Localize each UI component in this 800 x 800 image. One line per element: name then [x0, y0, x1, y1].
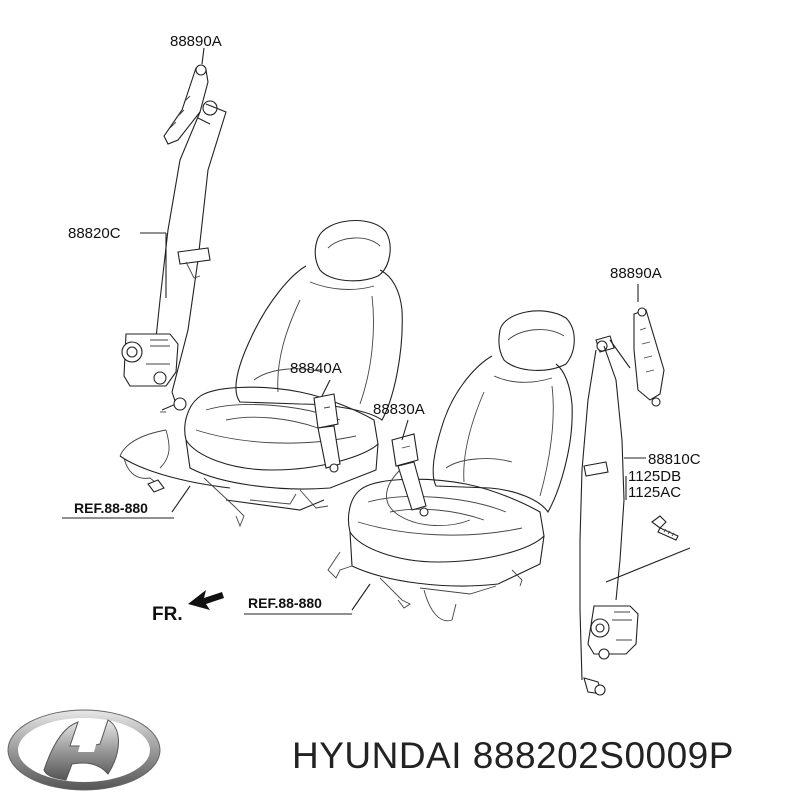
leader-ref-left	[171, 485, 191, 513]
driver-seat	[119, 220, 403, 528]
buckle-88830A	[386, 419, 471, 527]
left-seat-belt-assembly	[121, 64, 227, 413]
bolt-1125DB	[651, 515, 679, 541]
label-88890A-right: 88890A	[610, 265, 662, 282]
label-88840A: 88840A	[290, 360, 342, 377]
label-88830A: 88830A	[373, 401, 425, 418]
leader-88890A-left	[201, 47, 205, 65]
brand-part-number: HYUNDAI 888202S0009P	[292, 735, 734, 776]
label-front: FR.	[152, 604, 183, 625]
passenger-seat	[327, 310, 575, 622]
label-ref-left: REF.88-880	[74, 500, 148, 516]
label-88820C: 88820C	[68, 225, 121, 242]
front-arrow-icon	[188, 590, 224, 610]
label-88810C: 88810C	[648, 451, 701, 468]
label-88890A-left: 88890A	[170, 33, 222, 50]
right-seat-belt-assembly	[579, 307, 691, 696]
hyundai-logo-icon	[7, 709, 161, 791]
label-ref-right: REF.88-880	[248, 595, 322, 611]
label-1125DB: 1125DB	[628, 468, 681, 485]
leader-ref-right	[351, 583, 371, 611]
label-1125AC: 1125AC	[628, 484, 681, 501]
buckle-88840A	[313, 379, 341, 473]
